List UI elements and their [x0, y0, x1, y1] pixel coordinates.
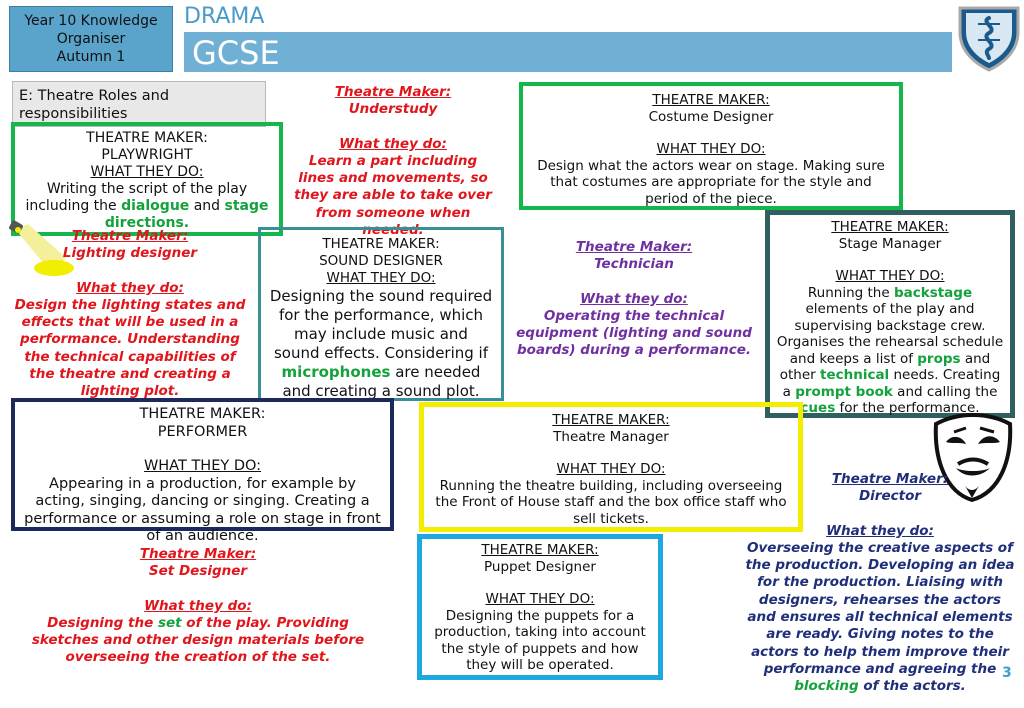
year-line-3: Autumn 1 — [56, 49, 126, 65]
school-crest-icon — [958, 6, 1020, 72]
performer-card: THEATRE MAKER: PERFORMER WHAT THEY DO: A… — [11, 398, 394, 544]
set-designer-card: Theatre Maker: Set Designer What they do… — [26, 546, 370, 667]
set-designer-what-label: What they do: — [144, 597, 252, 614]
stage-manager-card: THEATRE MAKER: Stage Manager WHAT THEY D… — [765, 210, 1015, 418]
subject-title: DRAMA — [184, 4, 265, 29]
set-designer-role: Set Designer — [148, 563, 248, 580]
header-band — [184, 32, 952, 72]
sound-role: SOUND DESIGNER — [319, 253, 443, 269]
theatre-manager-role: Theatre Manager — [553, 428, 669, 445]
stage-manager-description: Running the backstage elements of the pl… — [776, 284, 1004, 417]
director-label: Theatre Maker: — [831, 471, 949, 487]
theatre-mask-icon — [933, 413, 1013, 502]
puppet-role: Puppet Designer — [484, 558, 596, 575]
technician-what-label: What they do: — [580, 290, 688, 307]
year-line-1: Year 10 Knowledge — [24, 13, 158, 29]
costume-what-label: WHAT THEY DO: — [656, 141, 766, 157]
playwright-what-label: WHAT THEY DO: — [90, 164, 204, 180]
understudy-label: Theatre Maker: — [334, 84, 452, 100]
stage-manager-what-label: WHAT THEY DO: — [835, 268, 945, 284]
technician-description: Operating the technical equipment (light… — [516, 307, 752, 359]
costume-role: Costume Designer — [648, 108, 774, 125]
theatre-manager-card: THEATRE MAKER: Theatre Manager WHAT THEY… — [419, 402, 803, 532]
puppet-label: THEATRE MAKER: — [481, 542, 599, 558]
puppet-designer-card: THEATRE MAKER: Puppet Designer WHAT THEY… — [417, 534, 663, 680]
performer-what-label: WHAT THEY DO: — [143, 458, 262, 474]
lighting-label: Theatre Maker: — [71, 228, 189, 244]
playwright-description: Writing the script of the play including… — [25, 181, 269, 231]
set-designer-description: Designing the set of the play. Providing… — [31, 614, 365, 666]
director-description: Overseeing the creative aspects of the p… — [745, 539, 1015, 695]
lighting-description: Design the lighting states and effects t… — [14, 296, 246, 400]
set-designer-label: Theatre Maker: — [139, 546, 257, 562]
technician-card: Theatre Maker: Technician What they do: … — [510, 239, 758, 360]
technician-role: Technician — [594, 256, 674, 273]
costume-card: THEATRE MAKER: Costume Designer WHAT THE… — [519, 82, 903, 210]
sound-what-label: WHAT THEY DO: — [326, 270, 436, 286]
costume-description: Design what the actors wear on stage. Ma… — [537, 157, 885, 207]
performer-role: PERFORMER — [157, 423, 248, 440]
playwright-label: THEATRE MAKER: — [86, 130, 208, 146]
playwright-card: THEATRE MAKER: PLAYWRIGHT WHAT THEY DO: … — [11, 122, 283, 236]
understudy-role: Understudy — [348, 101, 438, 118]
theatre-manager-label: THEATRE MAKER: — [552, 412, 670, 428]
lighting-what-label: What they do: — [76, 279, 184, 296]
understudy-card: Theatre Maker: Understudy What they do: … — [290, 84, 496, 239]
year-line-2: Organiser — [56, 31, 126, 47]
puppet-what-label: WHAT THEY DO: — [485, 591, 595, 607]
director-what-label: What they do: — [826, 522, 934, 539]
stage-manager-label: THEATRE MAKER: — [831, 219, 949, 235]
playwright-role: PLAYWRIGHT — [101, 147, 193, 163]
technician-label: Theatre Maker: — [575, 239, 693, 255]
theatre-manager-what-label: WHAT THEY DO: — [556, 461, 666, 477]
level-title: GCSE — [192, 34, 280, 72]
director-role: Director — [858, 488, 922, 505]
lighting-role: Lighting designer — [62, 245, 198, 262]
costume-label: THEATRE MAKER: — [652, 92, 770, 108]
spotlight-icon — [9, 220, 74, 276]
stage-manager-role: Stage Manager — [838, 235, 942, 252]
director-card: Theatre Maker: Director What they do: Ov… — [743, 471, 1017, 696]
performer-label: THEATRE MAKER: — [139, 406, 266, 422]
theatre-manager-description: Running the theatre building, including … — [435, 477, 787, 527]
section-title: E: Theatre Roles and responsibilities — [12, 81, 266, 127]
understudy-description: Learn a part including lines and movemen… — [294, 152, 492, 239]
understudy-what-label: What they do: — [339, 135, 447, 152]
year-badge: Year 10 Knowledge Organiser Autumn 1 — [9, 6, 173, 72]
performer-description: Appearing in a production, for example b… — [24, 475, 381, 545]
lighting-card: Theatre Maker: Lighting designer What th… — [12, 228, 248, 401]
sound-label: THEATRE MAKER: — [322, 236, 440, 252]
sound-card: THEATRE MAKER: SOUND DESIGNER WHAT THEY … — [258, 227, 504, 401]
page-number: 3 — [1002, 665, 1012, 681]
puppet-description: Designing the puppets for a production, … — [434, 607, 646, 674]
sound-description: Designing the sound required for the per… — [269, 287, 493, 400]
